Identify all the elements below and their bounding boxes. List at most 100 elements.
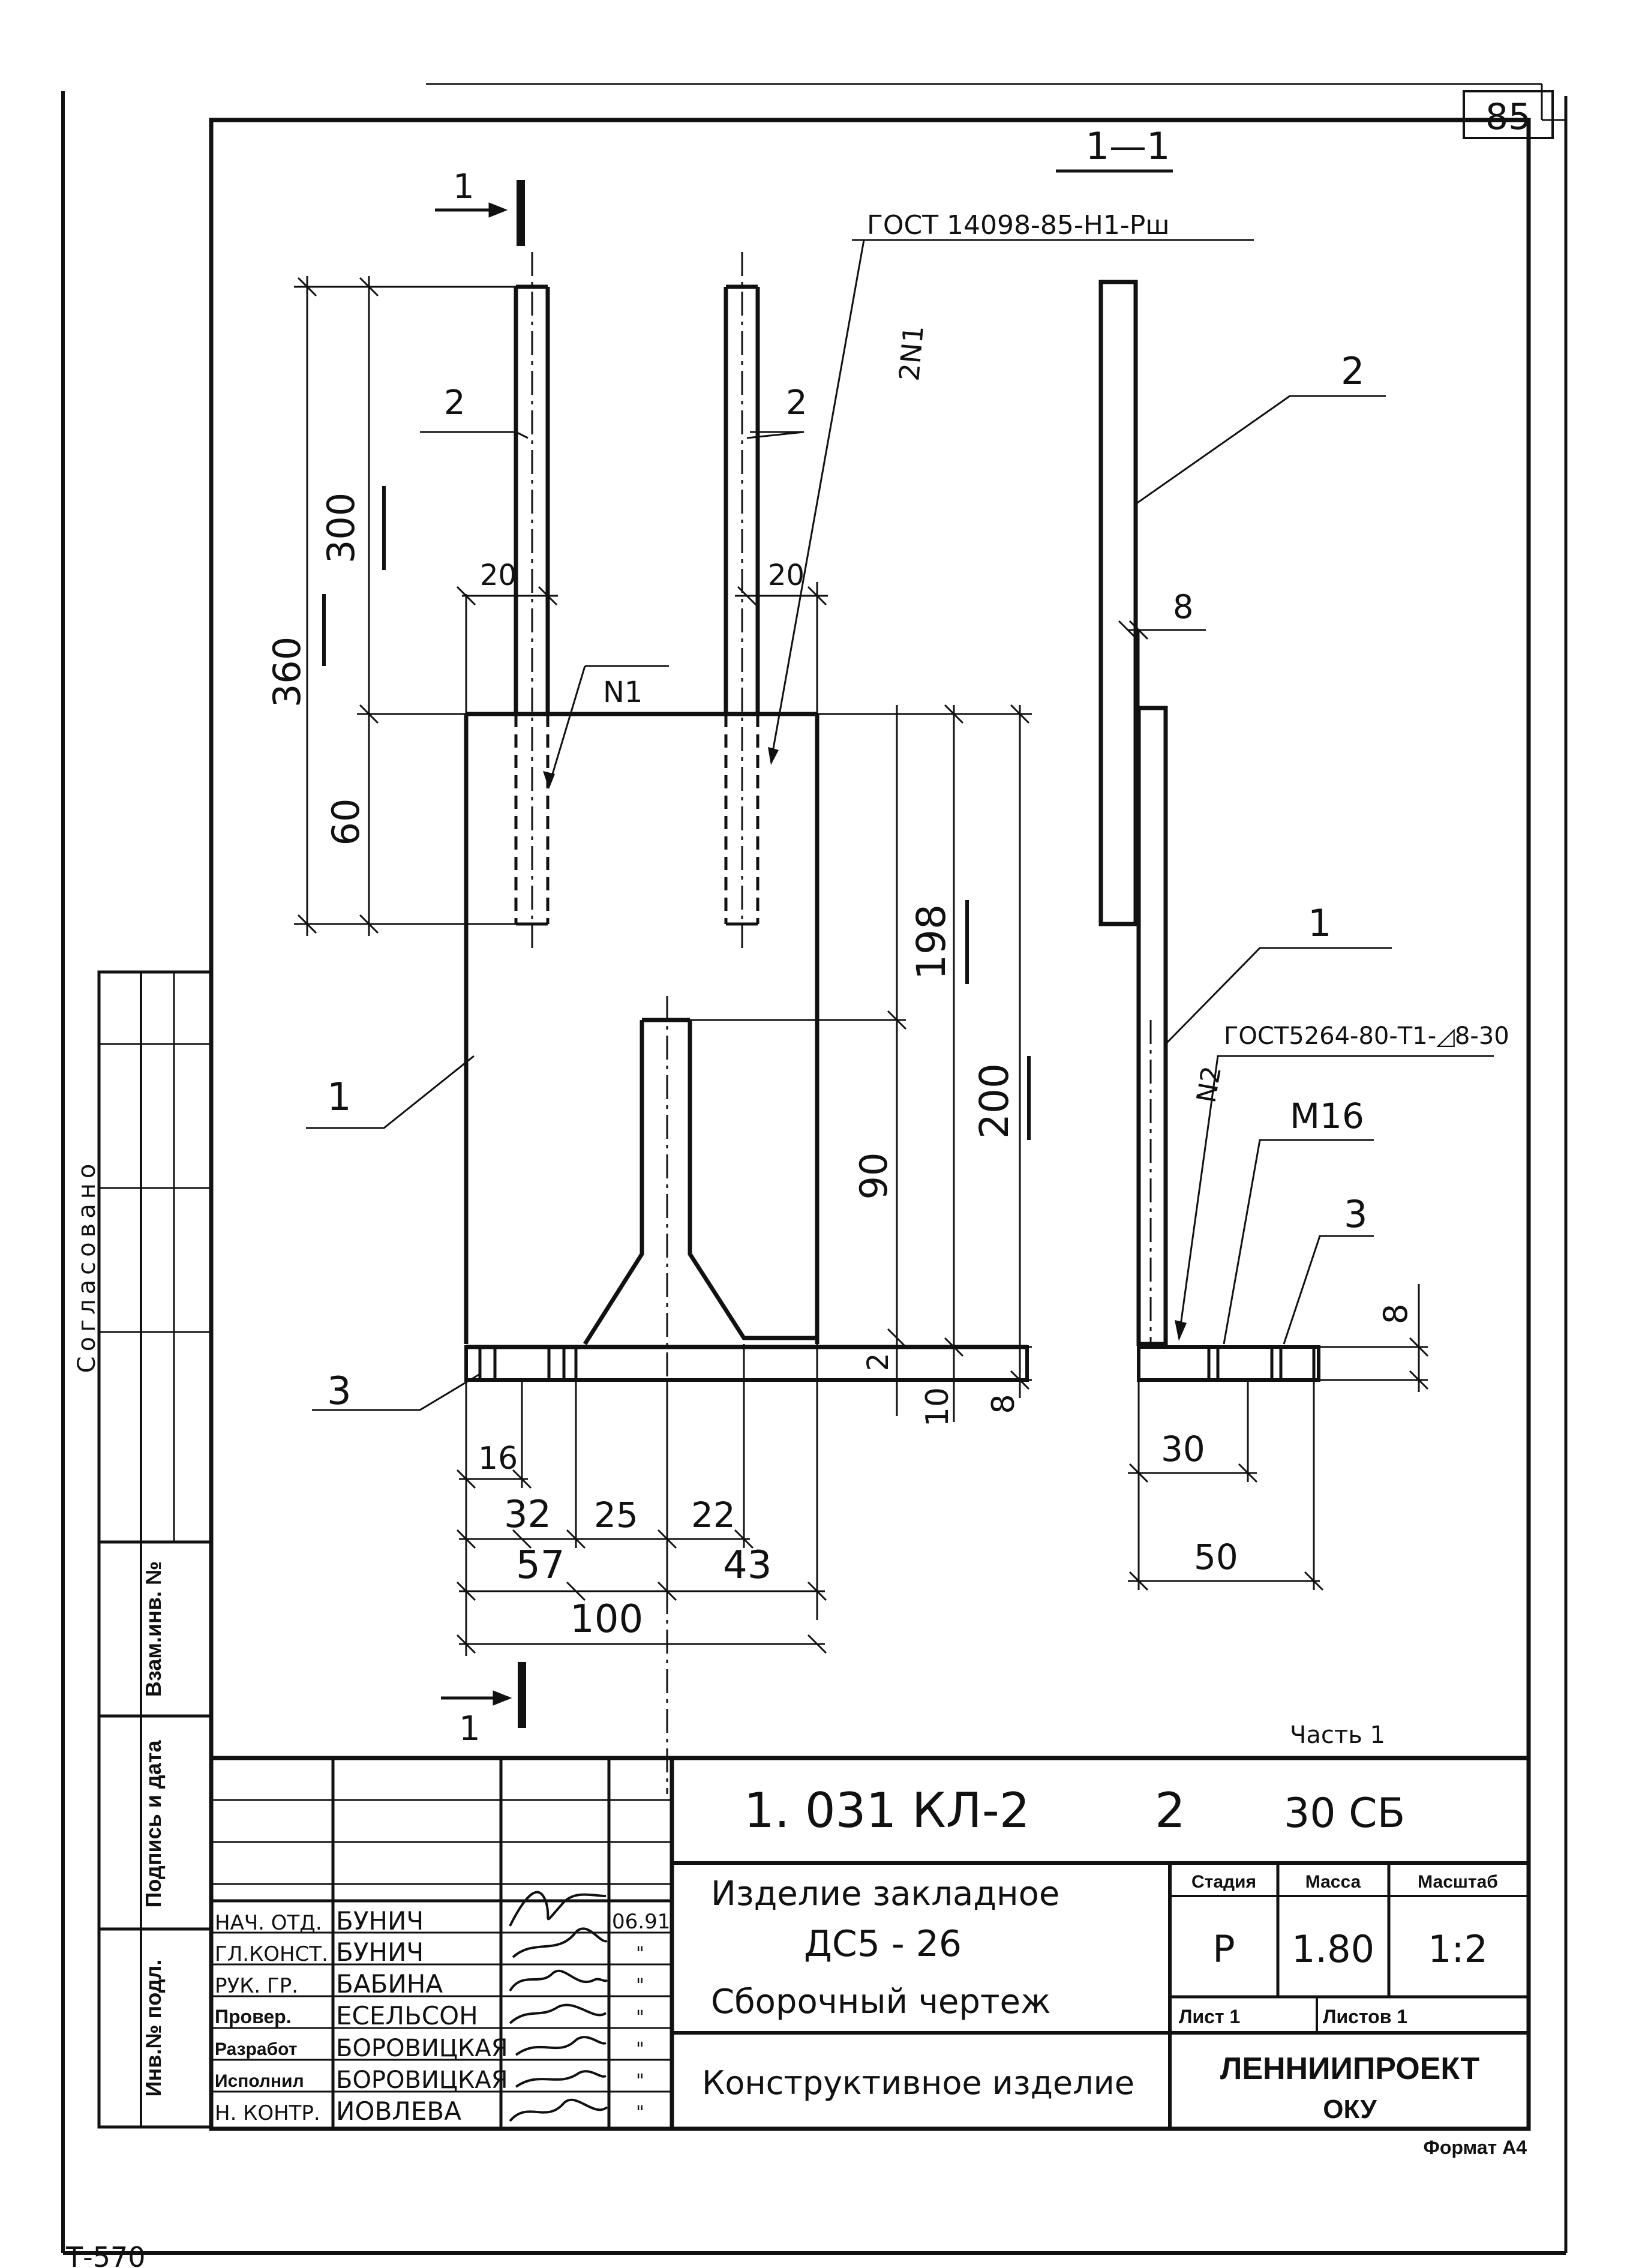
- signatures: [509, 1891, 608, 2122]
- weld-2n1-label: 2N1: [893, 324, 930, 382]
- signatory-name: БОРОВИЦКАЯ: [336, 2066, 508, 2094]
- doc-type: Сборочный чертеж: [711, 1982, 1050, 2021]
- gost-weld-note: ГОСТ5264-80-Т1-◿8-30: [1224, 1022, 1509, 1050]
- ditto-mark: ": [636, 2039, 644, 2060]
- designation: 1. 031 КЛ-2: [744, 1783, 1030, 1838]
- signatory-role: ГЛ.КОНСТ.: [215, 1942, 328, 1966]
- dim-8-flange: 8: [1377, 1304, 1415, 1324]
- signatory-name: БОРОВИЦКАЯ: [336, 2035, 508, 2062]
- signatory-role: Н. КОНТР.: [215, 2101, 320, 2125]
- dim-22: 22: [691, 1495, 736, 1535]
- title-block-text: 1. 031 КЛ-2 2 30 СБ Изделие закладное ДС…: [215, 1783, 1498, 2126]
- dim-43: 43: [723, 1543, 772, 1588]
- format-label: Формат А4: [1424, 2137, 1527, 2158]
- mass-value: 1.80: [1292, 1927, 1374, 1971]
- sheets-label: Листов 1: [1323, 2006, 1407, 2027]
- ditto-mark: ": [636, 2102, 644, 2123]
- part-label: Часть 1: [1290, 1721, 1385, 1749]
- dim-25: 25: [594, 1495, 638, 1535]
- weld-n2-label: N2: [1191, 1064, 1227, 1105]
- signatory-name: БУНИЧ: [336, 1906, 424, 1936]
- department: ОКУ: [1323, 2095, 1377, 2124]
- side-view-dimensions: [1118, 620, 1429, 1591]
- mass-label: Масса: [1305, 1872, 1361, 1892]
- dim-20-right: 20: [768, 559, 805, 592]
- signatory-row: Н. КОНТР. ИОВЛЕВА ": [215, 2096, 644, 2126]
- signatory-row: Провер. ЕСЕЛЬСОН ": [215, 2001, 644, 2030]
- front-view-labels: 2 2 1 3 ГОСТ 14098-85-Н1-Рш 2N1 N1: [327, 210, 1170, 1414]
- product-class: Конструктивное изделие: [702, 2064, 1134, 2102]
- position-2-mid: 2: [786, 383, 808, 422]
- dim-90: 90: [852, 1153, 896, 1200]
- product-code: ДС5 - 26: [804, 1923, 962, 1965]
- dim-32: 32: [504, 1492, 551, 1536]
- sheet-code: Т-570: [65, 2241, 146, 2268]
- binding-strip: [97, 970, 213, 2129]
- company: ЛЕННИИПРОЕКТ: [1220, 2051, 1480, 2086]
- dim-8-side: 8: [1173, 588, 1193, 626]
- ditto-mark: ": [636, 1975, 644, 1996]
- signatory-name: БУНИЧ: [336, 1937, 424, 1967]
- signatory-name: ЕСЕЛЬСОН: [336, 2001, 478, 2030]
- inv-orig-label: Инв.№ подл.: [141, 1960, 166, 2097]
- side-view: [1098, 280, 1320, 1382]
- signatory-row: Исполнил БОРОВИЦКАЯ ": [215, 2066, 644, 2094]
- sheet-number: 85: [1485, 96, 1531, 138]
- position-2-side: 2: [1341, 349, 1364, 393]
- section-mark-top: 1: [453, 167, 475, 206]
- side-view-leaders: [1135, 395, 1494, 1345]
- issue: 2: [1155, 1783, 1185, 1838]
- dim-10: 10: [920, 1387, 956, 1427]
- ditto-mark: ": [636, 1943, 644, 1964]
- signatory-row: РУК. ГР. БАБИНА ": [215, 1969, 644, 1999]
- section-cut-bottom: 1: [441, 1662, 526, 1748]
- dim-300: 300: [319, 493, 363, 563]
- dim-100: 100: [570, 1597, 643, 1642]
- inv-replace-label: Взам.инв. №: [141, 1561, 166, 1697]
- front-view: [464, 252, 1029, 1794]
- signatory-row: Разработ БОРОВИЦКАЯ ": [215, 2035, 644, 2062]
- signatory-role: Разработ: [215, 2039, 297, 2059]
- thread-label: М16: [1290, 1096, 1364, 1136]
- signatory-name: БАБИНА: [336, 1969, 443, 1999]
- approved-label: Согласовано: [73, 1159, 101, 1373]
- sheet-number-box: 85: [1463, 90, 1554, 139]
- stage-value: Р: [1212, 1927, 1235, 1971]
- signatory-role: Исполнил: [215, 2071, 304, 2091]
- dim-57: 57: [516, 1543, 565, 1588]
- ditto-mark: ": [636, 2071, 644, 2092]
- sheet-ref: 30 СБ: [1284, 1790, 1405, 1837]
- dim-16: 16: [478, 1441, 518, 1477]
- section-mark-bottom: 1: [459, 1709, 481, 1748]
- position-3-front: 3: [327, 1369, 352, 1414]
- front-view-dimensions: [294, 276, 1032, 1656]
- sheet-label: Лист 1: [1179, 2006, 1240, 2027]
- signatory-role: РУК. ГР.: [215, 1974, 298, 1998]
- binding-strip-labels: Согласовано Взам.инв. № Подпись и дата И…: [73, 1159, 166, 2097]
- signature-date: 06.91: [612, 1910, 670, 1934]
- dim-2: 2: [861, 1353, 895, 1372]
- weld-n1-label: N1: [603, 676, 643, 709]
- dim-30: 30: [1161, 1429, 1205, 1469]
- dim-60: 60: [324, 799, 368, 846]
- stage-label: Стадия: [1191, 1872, 1256, 1892]
- dim-20-left: 20: [480, 559, 517, 592]
- position-1-side: 1: [1308, 901, 1331, 945]
- signatory-row: ГЛ.КОНСТ. БУНИЧ ": [215, 1937, 644, 1967]
- front-view-dimension-text: 360 300 60 20 20 198 200 90 2 10 8 16 32…: [265, 486, 1031, 1642]
- weld-arrow: [1175, 1320, 1187, 1341]
- dim-198: 198: [908, 904, 954, 980]
- product-title: Изделие закладное: [711, 1874, 1059, 1913]
- front-view-leaders: [306, 239, 1254, 1411]
- dim-360: 360: [265, 637, 309, 707]
- section-title: 1—1: [1086, 124, 1170, 168]
- title-block-grid: [211, 1756, 1529, 2129]
- outer-frame: [61, 83, 1568, 2255]
- section-cut-top: 1: [435, 167, 525, 246]
- dim-200: 200: [971, 1063, 1017, 1139]
- position-1-front: 1: [327, 1075, 352, 1120]
- gost-stud-note: ГОСТ 14098-85-Н1-Рш: [867, 210, 1170, 241]
- side-view-labels: 2 1 ГОСТ5264-80-Т1-◿8-30 N2 М16 3 8 8 30…: [1161, 349, 1509, 1577]
- dim-8-front: 8: [986, 1394, 1022, 1414]
